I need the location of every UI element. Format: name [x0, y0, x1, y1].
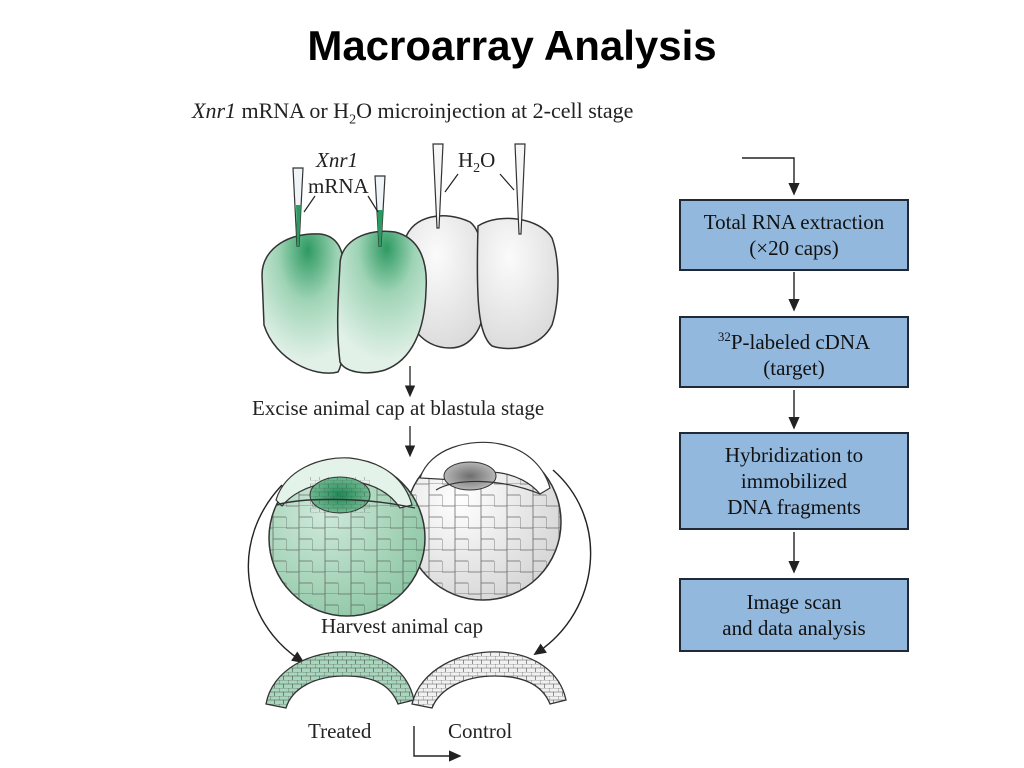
water-label-h: H [458, 148, 474, 172]
box2-line1-text: P-labeled cDNA [730, 329, 871, 354]
box1-line1: Total RNA extraction [703, 210, 885, 234]
total-rna-extraction-box: Total RNA extraction (×20 caps) [679, 199, 909, 271]
box2-isotope-sup: 32 [717, 328, 731, 344]
xnr1-gene-label: Xnr1 [316, 148, 358, 172]
box3-line3: DNA fragments [727, 495, 861, 519]
box2-line2: (target) [763, 355, 825, 380]
water-label: H2O [458, 148, 495, 177]
box4-line1: Image scan [746, 590, 842, 614]
control-label: Control [448, 719, 513, 743]
treated-two-cell-embryo [261, 230, 428, 374]
microinjection-needles [292, 143, 526, 247]
image-scan-box: Image scan and data analysis [679, 578, 909, 652]
arrow-to-analysis [413, 726, 462, 762]
hybridization-box: Hybridization to immobilized DNA fragmen… [679, 432, 909, 530]
box1-line2: (×20 caps) [749, 236, 839, 260]
arrow-treated-harvest [247, 484, 305, 664]
page-title: Macroarray Analysis [307, 22, 717, 69]
subtitle-sub: 2 [349, 112, 357, 128]
subtitle-text-a: mRNA or H [236, 98, 350, 123]
labeled-cdna-box: 32P-labeled cDNA (target) [679, 316, 909, 388]
box3-line2: immobilized [740, 469, 848, 493]
water-label-o: O [480, 148, 496, 172]
flow-arrow-entry [742, 157, 800, 196]
control-animal-cap [411, 651, 567, 709]
excise-step-label: Excise animal cap at blastula stage [252, 396, 545, 420]
subtitle-gene: Xnr1 [192, 98, 236, 123]
treated-label: Treated [308, 719, 372, 743]
control-two-cell-embryo [403, 215, 559, 350]
box4-line2: and data analysis [722, 616, 866, 640]
subtitle-text-b: O microinjection at 2-cell stage [356, 98, 634, 123]
control-blastula [404, 441, 562, 601]
harvest-step-label: Harvest animal cap [321, 614, 484, 638]
box2-line1: 32P-labeled cDNA [718, 324, 870, 355]
xnr1-mrna-label: mRNA [308, 174, 369, 198]
arrow-control-harvest [533, 469, 592, 656]
treated-blastula [268, 457, 426, 617]
water-label-sub: 2 [473, 161, 481, 177]
treated-animal-cap [265, 651, 415, 709]
label-leader-lines [303, 173, 515, 213]
box3-line1: Hybridization to [724, 443, 864, 467]
diagram-subtitle: Xnr1 mRNA or H2O microinjection at 2-cel… [192, 98, 633, 128]
